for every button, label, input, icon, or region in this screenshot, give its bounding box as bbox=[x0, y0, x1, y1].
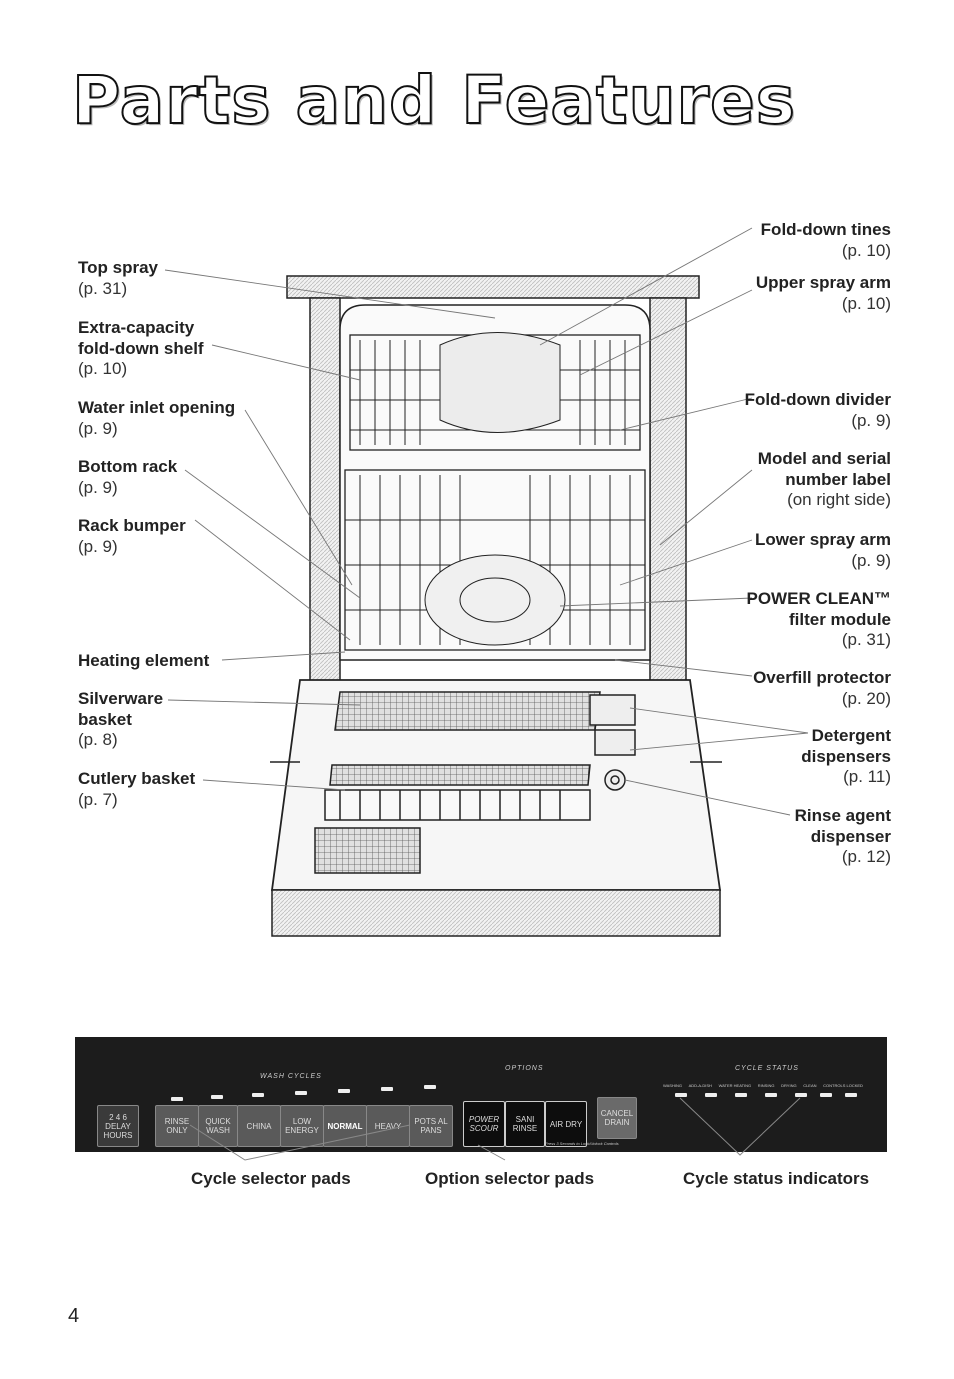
label-fold-down-divider: Fold-down divider (p. 9) bbox=[744, 390, 891, 430]
label-overfill-protector: Overfill protector (p. 20) bbox=[753, 668, 891, 708]
status-add-a-dish: ADD-A-DISH bbox=[688, 1083, 712, 1088]
caption-cycle-status: Cycle status indicators bbox=[683, 1169, 870, 1188]
cycle-pad-quick-wash[interactable]: QUICK WASH bbox=[198, 1105, 238, 1147]
status-light bbox=[765, 1093, 777, 1097]
status-light bbox=[820, 1093, 832, 1097]
cycle-pad-normal[interactable]: NORMAL bbox=[323, 1105, 367, 1147]
cycle-light bbox=[252, 1093, 264, 1097]
label-bottom-rack: Bottom rack (p. 9) bbox=[78, 457, 178, 497]
label-heating-element: Heating element bbox=[78, 651, 210, 670]
label-rack-bumper: Rack bumper (p. 9) bbox=[78, 516, 186, 556]
option-pad-power-scour[interactable]: POWER SCOUR bbox=[463, 1101, 505, 1147]
label-power-clean-filter: POWER CLEAN™ filter module (p. 31) bbox=[746, 589, 892, 649]
cycle-light bbox=[171, 1097, 183, 1101]
delay-hours-button[interactable]: 2 4 6 DELAY HOURS bbox=[97, 1105, 139, 1147]
status-light bbox=[845, 1093, 857, 1097]
caption-option-selector: Option selector pads bbox=[425, 1169, 595, 1188]
options-caption: OPTIONS bbox=[505, 1065, 544, 1072]
caption-cycle-selector: Cycle selector pads bbox=[191, 1169, 351, 1188]
cycle-pad-pots-pans[interactable]: POTS AL PANS bbox=[409, 1105, 453, 1147]
label-fold-down-tines: Fold-down tines (p. 10) bbox=[760, 220, 891, 260]
page-title: Parts and Features bbox=[71, 61, 797, 140]
lock-controls-note: Press 3 Seconds to Lock/Unlock Controls bbox=[545, 1141, 619, 1146]
cycle-pad-china[interactable]: CHINA bbox=[237, 1105, 281, 1147]
status-washing: WASHING bbox=[663, 1083, 682, 1088]
label-detergent-dispensers: Detergent dispensers (p. 11) bbox=[801, 726, 891, 786]
status-light bbox=[675, 1093, 687, 1097]
cycle-light bbox=[424, 1085, 436, 1089]
label-silverware-basket: Silverware basket (p. 8) bbox=[78, 689, 164, 749]
label-rinse-agent-dispenser: Rinse agent dispenser (p. 12) bbox=[794, 806, 891, 866]
cycle-light bbox=[211, 1095, 223, 1099]
wash-cycles-caption: WASH CYCLES bbox=[260, 1073, 322, 1080]
label-extra-capacity-shelf: Extra-capacity fold-down shelf (p. 10) bbox=[78, 318, 204, 378]
cancel-drain-button[interactable]: CANCEL DRAIN bbox=[597, 1097, 637, 1139]
page-number: 4 bbox=[68, 1305, 80, 1327]
status-light bbox=[705, 1093, 717, 1097]
label-lower-spray-arm: Lower spray arm (p. 9) bbox=[754, 530, 891, 570]
status-light bbox=[795, 1093, 807, 1097]
status-clean: CLEAN bbox=[803, 1083, 817, 1088]
option-pad-sani-rinse[interactable]: SANI RINSE bbox=[505, 1101, 545, 1147]
status-water-heating: WATER HEATING bbox=[718, 1083, 752, 1088]
cycle-light bbox=[338, 1089, 350, 1093]
status-controls-locked: CONTROLS LOCKED bbox=[823, 1083, 863, 1088]
leader-lines bbox=[164, 227, 809, 816]
label-upper-spray-arm: Upper spray arm (p. 10) bbox=[755, 273, 891, 313]
label-top-spray: Top spray (p. 31) bbox=[78, 258, 158, 298]
option-pad-air-dry[interactable]: AIR DRY bbox=[545, 1101, 587, 1147]
label-model-serial: Model and serial number label (on right … bbox=[757, 449, 891, 509]
label-cutlery-basket: Cutlery basket (p. 7) bbox=[78, 769, 196, 809]
cycle-light bbox=[295, 1091, 307, 1095]
cycle-status-caption: CYCLE STATUS bbox=[735, 1065, 799, 1072]
delay-digits: 2 4 6 bbox=[109, 1112, 127, 1122]
control-panel: WASH CYCLES OPTIONS CYCLE STATUS 2 4 6 D… bbox=[75, 1037, 887, 1152]
delay-label: DELAY HOURS bbox=[103, 1121, 133, 1140]
status-rinsing: RINSING bbox=[757, 1083, 775, 1088]
cycle-status-labels: WASHING ADD-A-DISH WATER HEATING RINSING… bbox=[663, 1083, 863, 1088]
cycle-light bbox=[381, 1087, 393, 1091]
status-light bbox=[735, 1093, 747, 1097]
dishwasher-body bbox=[270, 275, 722, 937]
cycle-pad-low-energy[interactable]: LOW ENERGY bbox=[280, 1105, 324, 1147]
label-water-inlet: Water inlet opening (p. 9) bbox=[78, 398, 236, 438]
cycle-pad-heavy[interactable]: HEAVY bbox=[366, 1105, 410, 1147]
status-drying: DRYING bbox=[781, 1083, 797, 1088]
